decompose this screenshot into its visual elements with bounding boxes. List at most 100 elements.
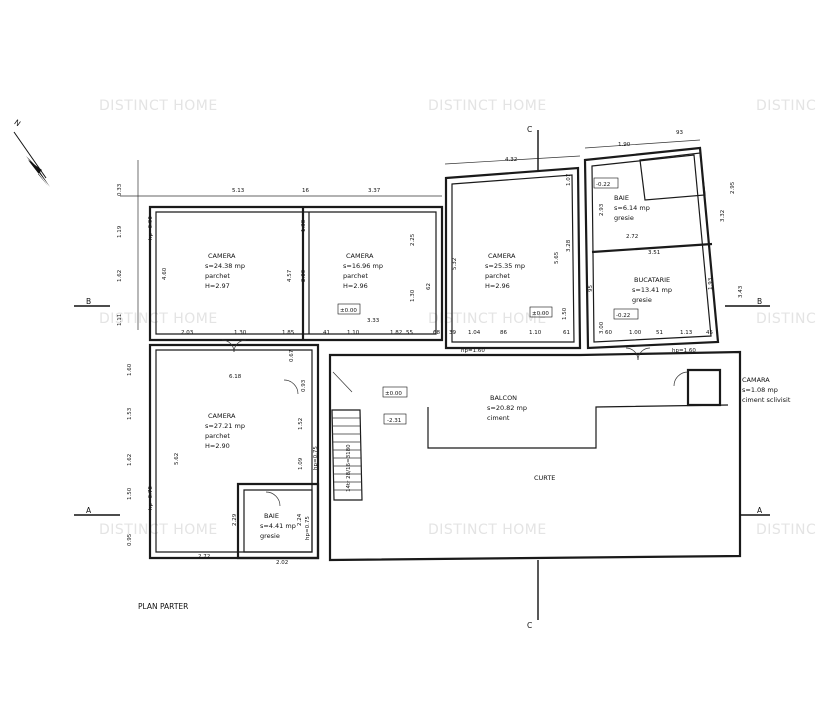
dimension-label: 1.00	[629, 330, 642, 336]
room-balcon-floor: ciment	[487, 414, 510, 422]
dimension-label: 3.43	[738, 285, 744, 298]
room-camara-name: CAMARA	[742, 376, 770, 384]
dimension-label: 1.93	[708, 277, 714, 290]
room-camara-area: s=1.08 mp	[742, 386, 778, 394]
section-marker-b-left: B	[86, 297, 91, 306]
dimension-label: 1.52	[298, 418, 304, 430]
room-camera1-area: s=24.38 mp	[205, 262, 245, 270]
north-label: N	[12, 118, 22, 129]
dimension-label: 3.51	[648, 250, 660, 256]
room-camera1-height: H=2.97	[205, 282, 230, 290]
dimension-label: 62	[426, 283, 432, 290]
dimension-label: 1.62	[117, 270, 123, 282]
watermark: DISTINCT HOME	[99, 522, 218, 538]
dimension-label: 86	[500, 330, 507, 336]
room-balcon-area: s=20.82 mp	[487, 404, 527, 412]
room-camera3-area: s=25.35 mp	[485, 262, 525, 270]
dimension-label: 1.30	[234, 330, 247, 336]
svg-text:±0.00: ±0.00	[385, 391, 402, 397]
dimension-label: 51	[656, 330, 663, 336]
dimension-label: 3.00	[599, 321, 605, 334]
room-camera4-height: H=2.90	[205, 442, 230, 450]
dimension-label: 3.37	[368, 188, 381, 194]
dimension-label: 0.33	[117, 183, 123, 196]
room-camera4-name: CAMERA	[208, 412, 236, 420]
dimension-label: 1.07	[566, 173, 572, 186]
room-curte-name: CURTE	[534, 474, 555, 482]
level-markers: ±0.00 ±0.00 ±0.00 -2.31 -0.22 -0.22	[337, 177, 639, 425]
section-marker-b-right: B	[757, 297, 762, 306]
dimension-label: 95	[588, 285, 594, 292]
top-dimension-line	[120, 139, 701, 330]
room-camera2-height: H=2.96	[343, 282, 368, 290]
dimension-label: 1.13	[680, 330, 693, 336]
watermark: DISTINCT HOME	[428, 522, 547, 538]
dimension-label: 2.72	[198, 554, 210, 560]
svg-text:-0.22: -0.22	[616, 313, 630, 319]
dimension-label: 1.19	[117, 225, 123, 238]
dimension-label: 1.10	[529, 330, 542, 336]
dimension-label: 4.57	[287, 269, 293, 282]
dimension-label: 4.60	[162, 267, 168, 280]
dimension-label: 41	[323, 330, 330, 336]
room-balcon-name: BALCON	[490, 394, 517, 402]
dimension-label: 1.60	[127, 363, 133, 376]
room-camera1-floor: parchet	[205, 272, 230, 280]
dimension-label: 1.09	[298, 457, 304, 470]
dimension-label: 1.50	[562, 307, 568, 320]
dimension-label: 1.85	[282, 330, 295, 336]
room-baie1-floor: gresie	[614, 214, 634, 222]
dimension-label: 0.95	[127, 533, 133, 546]
room-baie2-name: BAIE	[264, 512, 279, 520]
room-camara-floor: ciment sclivisit	[742, 396, 791, 404]
room-bucatarie-name: BUCATARIE	[634, 276, 670, 284]
dimension-label: 1.53	[127, 407, 133, 420]
dimension-label: 1.90	[618, 142, 631, 148]
sill-label: hp=0.90	[148, 216, 154, 240]
stairs-label: 14tr 28/16=3180	[346, 444, 352, 492]
sill-label: hp=0.75	[313, 446, 319, 470]
sill-label: hp=1.60	[672, 348, 696, 354]
dimension-label: 2.02	[276, 560, 288, 566]
dimension-label: 2.95	[730, 181, 736, 194]
dimension-label: 6.18	[229, 374, 242, 380]
dimension-label: 2.25	[410, 233, 416, 246]
dimension-label: 3.28	[566, 239, 572, 252]
watermark: DISTINCT HOME	[428, 98, 547, 114]
dimension-label: 2.00	[301, 269, 307, 282]
dimension-label: 5.65	[554, 251, 560, 264]
north-arrow-icon: N	[12, 118, 50, 187]
dimension-label: 0.93	[301, 379, 307, 392]
room-baie1-area: s=6.14 mp	[614, 204, 650, 212]
room-camera2-area: s=16.96 mp	[343, 262, 383, 270]
dimension-label: 0.67	[289, 349, 295, 362]
dimension-label: 3.32	[720, 210, 726, 222]
room-camera3-floor: parchet	[485, 272, 510, 280]
room-baie1-name: BAIE	[614, 194, 629, 202]
dimension-label: 39	[449, 330, 456, 336]
svg-text:±0.00: ±0.00	[532, 311, 549, 317]
dimension-label: 16	[302, 188, 309, 194]
room-baie2-area: s=4.41 mp	[260, 522, 296, 530]
svg-text:-2.31: -2.31	[387, 418, 401, 424]
dimension-label: 55	[406, 330, 413, 336]
section-lines	[74, 130, 770, 620]
room-camera1-name: CAMERA	[208, 252, 236, 260]
plan-title: PLAN PARTER	[138, 602, 188, 611]
room-camera4-area: s=27.21 mp	[205, 422, 245, 430]
watermark: DISTINCT HOME	[428, 311, 547, 327]
dimension-label: 1.50	[127, 487, 133, 500]
dimension-label: 1.38	[301, 219, 307, 232]
section-marker-c-top: C	[527, 125, 532, 134]
watermark: DISTINCT HOME	[756, 98, 816, 114]
room-camera4-floor: parchet	[205, 432, 230, 440]
dimension-label: 5.13	[232, 188, 245, 194]
section-marker-a-left: A	[86, 506, 92, 515]
door-swings	[221, 339, 689, 507]
sill-label: hp=0.78	[148, 486, 154, 510]
dimension-label: 1.62	[127, 454, 133, 466]
stair-treads	[332, 417, 362, 491]
dimension-label: 45	[706, 330, 713, 336]
watermark: DISTINCT HOME	[99, 311, 218, 327]
dimension-label: 4.32	[505, 157, 517, 163]
